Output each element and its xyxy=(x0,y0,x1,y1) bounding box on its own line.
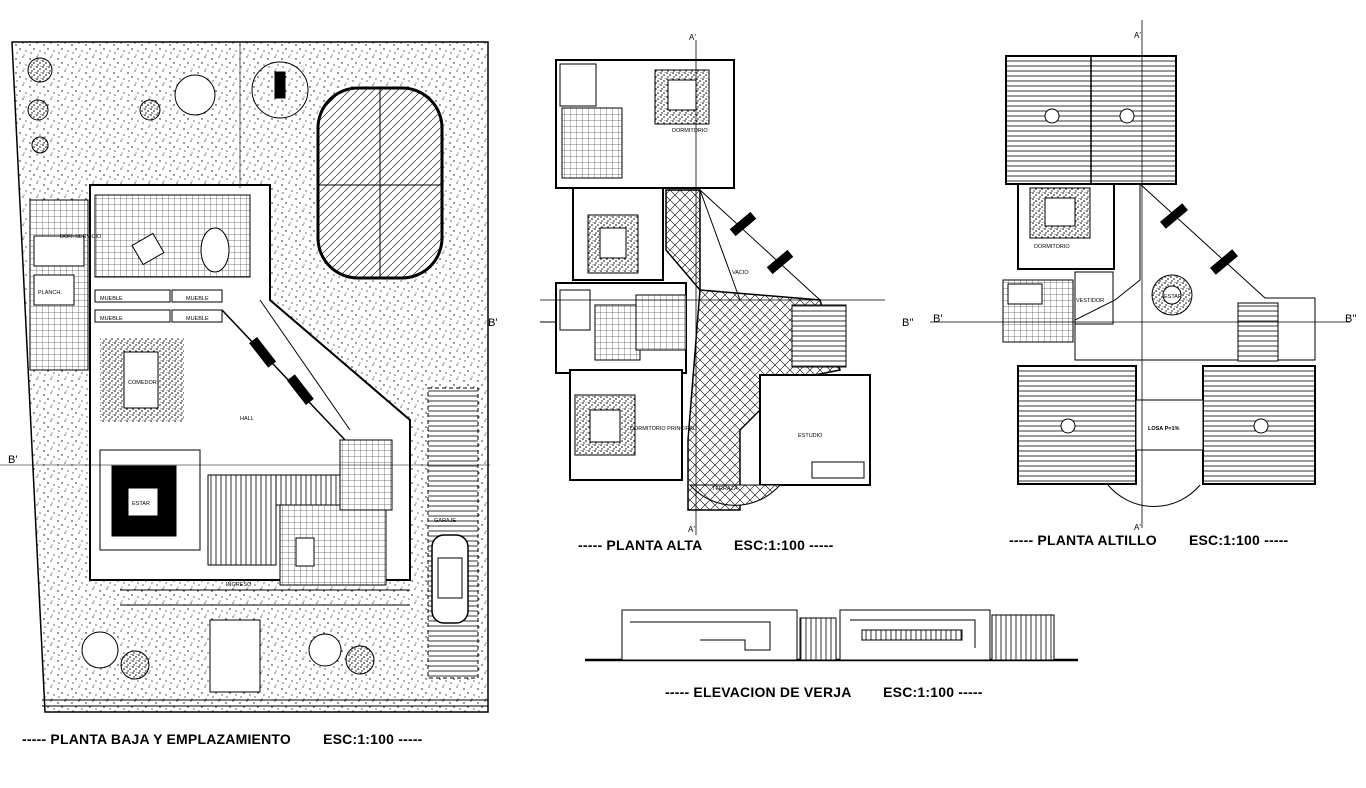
kitchen-floor xyxy=(94,194,251,278)
room-label-estar: ESTAR xyxy=(1164,294,1182,300)
garage-strip xyxy=(427,387,479,679)
room-label-terraza: TERRAZA xyxy=(712,486,738,492)
caption-dash: ----- xyxy=(809,537,834,553)
room-label-estudio: ESTUDIO xyxy=(798,433,823,439)
room-label-mueble: MUEBLE xyxy=(100,296,123,302)
caption-title: ELEVACION DE VERJA xyxy=(693,684,852,700)
room-label-ingreso: INGRESO xyxy=(226,582,252,588)
caption-scale: ESC:1:100 xyxy=(1188,532,1261,548)
fence-elevation xyxy=(585,609,1078,662)
upper-stairs xyxy=(791,304,847,368)
caption-title: PLANTA BAJA Y EMPLAZAMIENTO xyxy=(50,731,291,747)
section-mark-b-prime: B' xyxy=(933,313,942,325)
caption-upper-floor: ----- PLANTA ALTA ESC:1:100 ----- xyxy=(578,537,833,553)
caption-title: PLANTA ALTA xyxy=(606,537,702,553)
caption-dash: ----- xyxy=(1009,532,1034,548)
room-label-mueble: MUEBLE xyxy=(186,296,209,302)
section-marks: B' B' B'' B' B'' A' A' A' A' xyxy=(8,31,1357,534)
caption-dash: ----- xyxy=(958,684,983,700)
caption-scale: ESC:1:100 xyxy=(323,731,395,747)
caption-dash: ----- xyxy=(1264,532,1289,548)
caption-title: PLANTA ALTILLO xyxy=(1037,532,1157,548)
caption-dash: ----- xyxy=(398,731,423,747)
room-label-plancha: PLANCH. xyxy=(38,290,62,296)
caption-attic-floor: ----- PLANTA ALTILLO ESC:1:100 ----- xyxy=(1009,532,1288,548)
caption-ground-floor: ----- PLANTA BAJA Y EMPLAZAMIENTO ESC:1:… xyxy=(22,731,423,747)
upper-floor-plan xyxy=(540,40,885,535)
caption-dash: ----- xyxy=(578,537,603,553)
room-label-estar: ESTAR xyxy=(132,501,150,507)
section-mark-b-double: B'' xyxy=(1345,313,1357,325)
section-mark-a-prime: A' xyxy=(1134,523,1141,532)
room-label-hall: HALL xyxy=(240,416,254,422)
section-mark-a-prime: A' xyxy=(689,33,696,42)
ground-floor-labels: DOR. SERVICIO PLANCH. MUEBLE MUEBLE MUEB… xyxy=(38,234,456,588)
caption-scale: ESC:1:100 xyxy=(883,684,955,700)
upper-hall-floor xyxy=(665,189,841,511)
caption-fence-elevation: ----- ELEVACION DE VERJA ESC:1:100 ----- xyxy=(665,684,983,700)
section-mark-b-prime: B' xyxy=(488,317,497,329)
room-label-comedor: COMEDOR xyxy=(128,380,157,386)
room-label-garaje: GARAJE xyxy=(434,518,456,524)
section-mark-a-prime: A' xyxy=(1134,31,1141,40)
room-label-dormitorio: DORMITORIO xyxy=(1034,244,1070,250)
upper-floor-labels: DORMITORIO VACIO DORMITORIO PRINCIPAL ES… xyxy=(630,128,823,492)
section-mark-b-double: B'' xyxy=(902,317,914,329)
caption-scale: ESC:1:100 xyxy=(734,537,806,553)
room-label-dormitorio-principal: DORMITORIO PRINCIPAL xyxy=(630,426,696,432)
stair-floor xyxy=(207,474,277,566)
section-mark-b-prime: B' xyxy=(8,454,17,466)
room-label-vacio: VACIO xyxy=(732,270,749,276)
room-label-vestidor: VESTIDOR xyxy=(1076,298,1104,304)
ground-floor-plan xyxy=(0,41,490,713)
caption-dash: ----- xyxy=(22,731,47,747)
attic-floor-plan xyxy=(930,20,1350,528)
room-label-mueble: MUEBLE xyxy=(100,316,123,322)
room-label-losa: LOSA P=1% xyxy=(1148,426,1180,432)
room-label-mueble: MUEBLE xyxy=(186,316,209,322)
attic-floor-labels: DORMITORIO VESTIDOR ESTAR LOSA P=1% xyxy=(1034,244,1182,432)
section-mark-a-prime: A' xyxy=(688,525,695,534)
caption-dash: ----- xyxy=(665,684,690,700)
attic-roof-left xyxy=(1017,365,1137,485)
room-label-servicio: DOR. SERVICIO xyxy=(60,234,102,240)
terrace xyxy=(688,484,782,506)
room-label-dormitorio: DORMITORIO xyxy=(672,128,708,134)
